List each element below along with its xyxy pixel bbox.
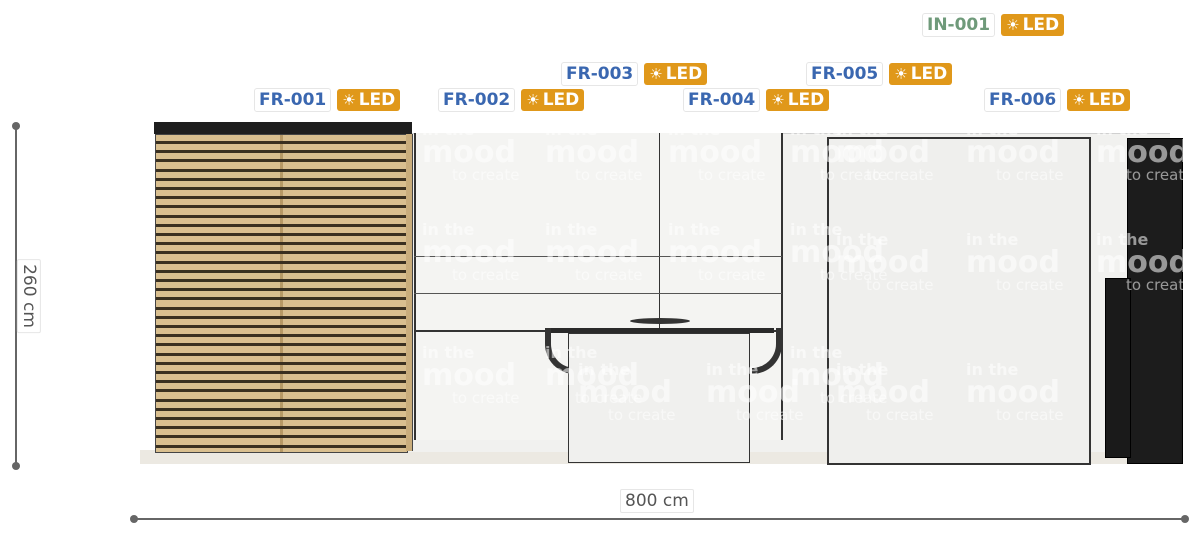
slat	[156, 141, 407, 144]
large-panel	[827, 137, 1091, 465]
led-badge: ☀LED	[521, 89, 585, 111]
slat	[156, 279, 407, 282]
tag-code: FR-003	[561, 62, 639, 86]
tag-fr-001: FR-001 ☀LED	[254, 88, 401, 112]
slat	[156, 371, 407, 374]
slat	[156, 297, 407, 301]
led-badge: ☀LED	[889, 63, 953, 85]
tag-fr-002: FR-002 ☀LED	[438, 88, 585, 112]
slat	[156, 389, 407, 393]
shelf-line	[414, 293, 782, 294]
shelf-line	[414, 256, 782, 257]
slatted-wall-top	[154, 122, 412, 134]
tag-fr-006: FR-006 ☀LED	[984, 88, 1131, 112]
slat	[156, 150, 407, 154]
led-badge: ☀LED	[337, 89, 401, 111]
sun-icon: ☀	[1006, 16, 1020, 34]
slat-divider	[280, 135, 283, 452]
slat	[156, 187, 407, 190]
counter	[568, 333, 750, 463]
height-dimension-end	[12, 122, 20, 130]
height-dimension-label: 260 cm	[16, 259, 41, 333]
sun-icon: ☀	[342, 91, 356, 109]
sun-icon: ☀	[649, 65, 663, 83]
counter-top	[548, 328, 774, 333]
slat	[156, 426, 407, 430]
slatted-wall-side	[406, 134, 413, 451]
slat	[156, 159, 407, 163]
width-dimension-label: 800 cm	[620, 489, 694, 513]
slatted-wall-fr-001	[155, 134, 408, 453]
width-dimension-end	[130, 515, 138, 523]
slat	[156, 288, 407, 292]
tabletop-disc	[630, 318, 690, 324]
slat	[156, 325, 407, 328]
sun-icon: ☀	[526, 91, 540, 109]
slat	[156, 205, 407, 209]
slat	[156, 444, 407, 448]
slat	[156, 177, 407, 181]
slat	[156, 352, 407, 356]
sun-icon: ☀	[894, 65, 908, 83]
tag-fr-004: FR-004 ☀LED	[683, 88, 830, 112]
slat	[156, 269, 407, 273]
led-badge: ☀LED	[1001, 14, 1065, 36]
slat	[156, 315, 407, 319]
dark-drawer-unit	[1105, 278, 1131, 458]
tag-fr-005: FR-005 ☀LED	[806, 62, 953, 86]
tag-in-001: IN-001 ☀LED	[922, 13, 1065, 37]
tag-code: FR-004	[683, 88, 761, 112]
tag-code: IN-001	[922, 13, 996, 37]
width-dimension-end	[1181, 515, 1189, 523]
sun-icon: ☀	[1072, 91, 1086, 109]
height-dimension-end	[12, 462, 20, 470]
wall-panel-fr-002	[414, 133, 539, 440]
led-badge: ☀LED	[644, 63, 708, 85]
tag-code: FR-001	[254, 88, 332, 112]
slat	[156, 417, 407, 420]
led-badge: ☀LED	[766, 89, 830, 111]
tag-code: FR-006	[984, 88, 1062, 112]
tag-code: FR-005	[806, 62, 884, 86]
width-dimension-line	[133, 518, 1185, 520]
tag-code: FR-002	[438, 88, 516, 112]
slat	[156, 242, 407, 246]
slat	[156, 334, 407, 338]
slat	[156, 407, 407, 411]
slat	[156, 260, 407, 264]
tag-fr-003: FR-003 ☀LED	[561, 62, 708, 86]
slat	[156, 168, 407, 172]
led-badge: ☀LED	[1067, 89, 1131, 111]
slat	[156, 306, 407, 310]
sun-icon: ☀	[771, 91, 785, 109]
slat	[156, 223, 407, 227]
slat	[156, 435, 407, 439]
slat	[156, 196, 407, 200]
slat	[156, 233, 407, 236]
slat	[156, 214, 407, 218]
slat	[156, 398, 407, 402]
slat	[156, 361, 407, 365]
slat	[156, 380, 407, 384]
slat	[156, 343, 407, 347]
height-dimension-line	[15, 125, 17, 466]
dark-cabinet	[1127, 138, 1183, 464]
slat	[156, 251, 407, 255]
